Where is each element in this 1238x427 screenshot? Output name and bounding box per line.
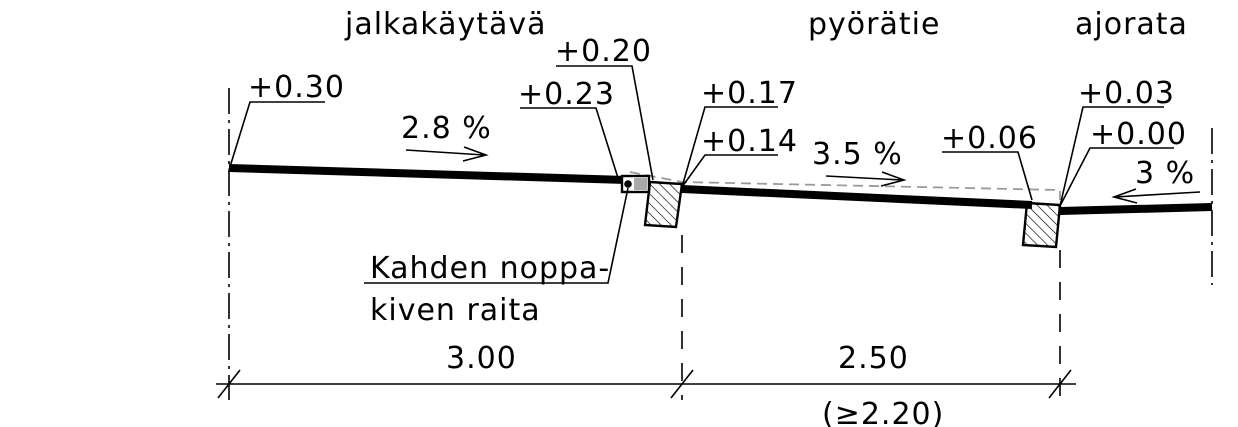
leader-e017	[681, 106, 778, 188]
leader-e003	[1059, 106, 1164, 207]
zone-label-sidewalk: jalkakäytävä	[344, 7, 547, 42]
dimension-tick-mid	[670, 369, 694, 399]
elevation-e003: +0.03	[1078, 76, 1175, 111]
elevation-e014: +0.14	[701, 124, 798, 159]
note-line-2: kiven raita	[370, 293, 541, 328]
paving-stone-fill	[634, 178, 647, 190]
roadway-surface	[1059, 203, 1213, 215]
slope-sidewalk: 2.8 %	[401, 111, 492, 146]
elevation-e030: +0.30	[248, 70, 345, 105]
leader-e006	[942, 151, 1033, 201]
dimension-cycle-width: 2.50	[838, 341, 909, 376]
cycle-path-surface	[681, 185, 1033, 209]
slope-arrowhead-cycle-path	[880, 171, 907, 187]
curb-road-edge	[1021, 201, 1062, 249]
zone-label-cycle-path: pyörätie	[808, 7, 940, 42]
leader-e000	[1059, 147, 1174, 207]
elevation-e020: +0.20	[555, 34, 652, 69]
elevation-e006: +0.06	[941, 121, 1038, 156]
slope-arrow-sidewalk	[405, 149, 485, 156]
reference-surface-line	[629, 171, 1061, 200]
slope-arrowhead-roadway	[1111, 188, 1138, 204]
slope-cycle-path: 3.5 %	[812, 137, 903, 172]
slope-roadway: 3 %	[1135, 156, 1195, 191]
dimension-tick-right	[1048, 369, 1072, 399]
elevation-e000: +0.00	[1090, 117, 1187, 152]
note-line-1: Kahden noppa-	[370, 251, 610, 286]
zone-label-roadway: ajorata	[1075, 7, 1188, 42]
leader-e030	[228, 101, 325, 171]
dimension-cycle-min: (≥2.20)	[822, 397, 944, 427]
sidewalk-surface	[228, 164, 627, 184]
slope-arrow-cycle-path	[825, 175, 903, 181]
elevation-e023: +0.23	[518, 77, 615, 112]
slope-arrow-roadway	[1114, 191, 1201, 198]
leader-e020	[556, 65, 654, 181]
paving-stone-dot	[624, 180, 632, 188]
leader-e023	[520, 107, 619, 179]
curb-sidewalk-edge	[643, 180, 684, 229]
dimension-sidewalk-width: 3.00	[446, 341, 517, 376]
elevation-e017: +0.17	[701, 76, 798, 111]
dimension-tick-left	[217, 369, 241, 399]
leader-e014	[681, 154, 778, 188]
slope-arrowhead-sidewalk	[462, 146, 489, 162]
note-leader	[364, 187, 629, 284]
